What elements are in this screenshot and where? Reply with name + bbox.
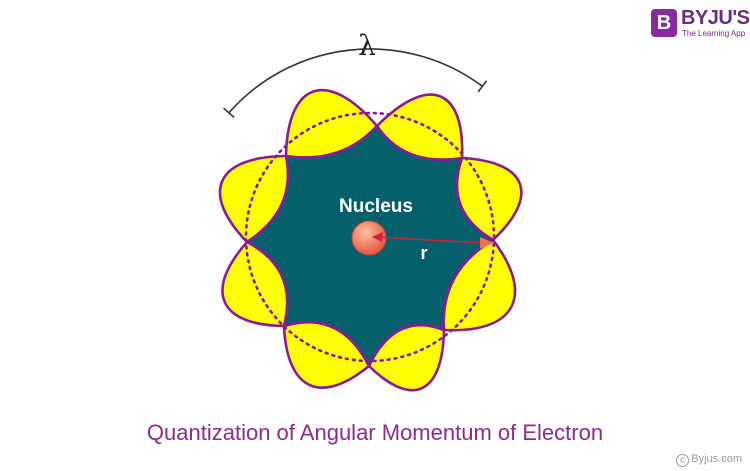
- byjus-logo-badge: B: [651, 9, 677, 37]
- radius-arrow-start: [372, 232, 383, 242]
- diagram-caption: Quantization of Angular Momentum of Elec…: [146, 420, 604, 445]
- watermark-text: Byjus.com: [691, 453, 742, 465]
- radius-arrow-end: [480, 237, 494, 249]
- byjus-logo-tagline: The Learning App: [682, 29, 746, 38]
- copyright-icon: ©: [676, 454, 690, 467]
- wavelength-arc-end-right: [477, 80, 488, 93]
- wavelength-arc-end-left: [223, 107, 235, 119]
- byjus-logo: B BYJU'S The Learning App: [651, 7, 750, 41]
- radius-line: [372, 236, 485, 244]
- watermark: ©Byjus.com: [676, 453, 742, 467]
- nucleus-label: Nucleus: [339, 196, 413, 217]
- wavelength-arc: [228, 48, 483, 114]
- radius-label: r: [420, 243, 427, 263]
- electron-orbit: [244, 111, 496, 363]
- byjus-logo-name: BYJU'S: [681, 7, 750, 29]
- wavelength-label: λ: [358, 29, 376, 62]
